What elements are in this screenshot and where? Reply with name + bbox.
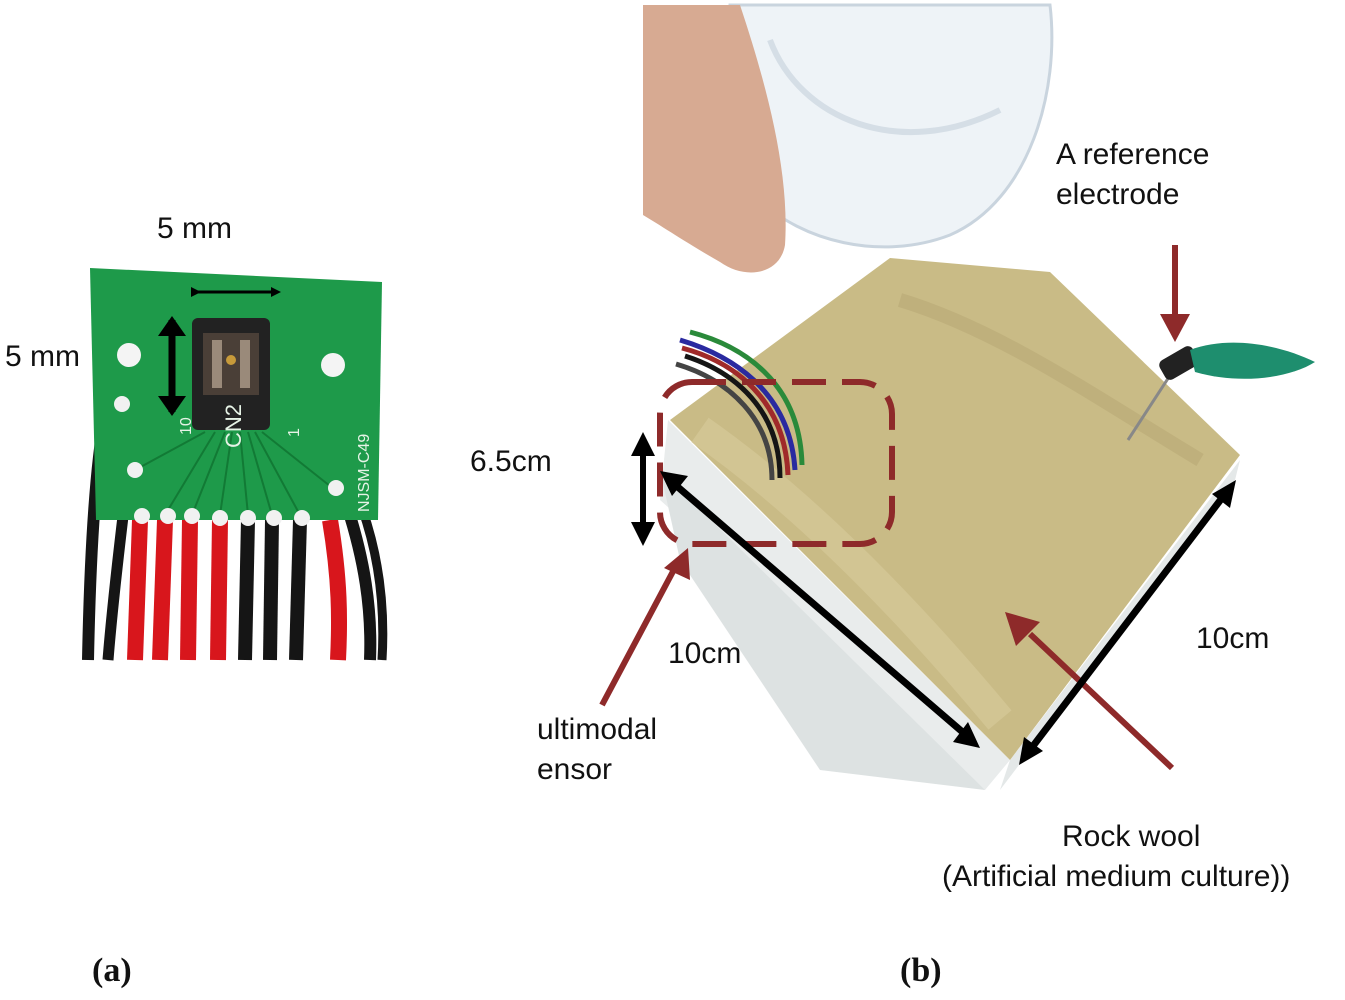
side-length-left-arrow [660, 471, 980, 748]
reference-electrode-label-2: electrode [1056, 178, 1180, 211]
caption-a: (a) [92, 952, 132, 989]
sensor-label-2: ensor [537, 753, 613, 786]
rock-wool-label-2: (Artificial medium culture)) [942, 860, 1291, 893]
sensor-label-1: ultimodal [537, 713, 658, 746]
pcb-pin-right-text: 1 [286, 428, 303, 437]
side-length-right-arrow [1019, 480, 1236, 765]
rock-wool-arrow [1005, 612, 1175, 771]
chip-width-label: 5 mm [157, 212, 232, 245]
mounting-hole [117, 343, 141, 367]
sensor-arrow [599, 548, 690, 707]
pcb-photo [68, 268, 388, 665]
rock-wool-photo [643, 3, 1315, 790]
sensor-highlight-box [657, 379, 895, 547]
pcb-pin-left-text: 10 [178, 417, 195, 435]
solder-pads [114, 396, 344, 526]
reference-electrode-arrow [1160, 245, 1190, 342]
chip-height-label: 5 mm [5, 340, 80, 373]
sensor-height-label: 6.5cm [470, 445, 552, 478]
sensor-height-arrow [631, 432, 655, 546]
mounting-hole [321, 353, 345, 377]
side-length-left-label: 10cm [668, 637, 742, 670]
block-front-side [660, 470, 985, 790]
reference-electrode [1126, 342, 1315, 441]
pcb-part-text: NJSM-C49 [356, 433, 373, 512]
side-length-right-label: 10cm [1196, 622, 1270, 655]
reference-electrode-label-1: A reference [1056, 138, 1210, 171]
hand [643, 5, 786, 273]
pcb-connector-text: CN2 [221, 403, 246, 448]
sensor-cable [675, 329, 805, 481]
caption-b: (b) [900, 952, 942, 989]
rock-wool-label-1: Rock wool [1062, 820, 1201, 853]
